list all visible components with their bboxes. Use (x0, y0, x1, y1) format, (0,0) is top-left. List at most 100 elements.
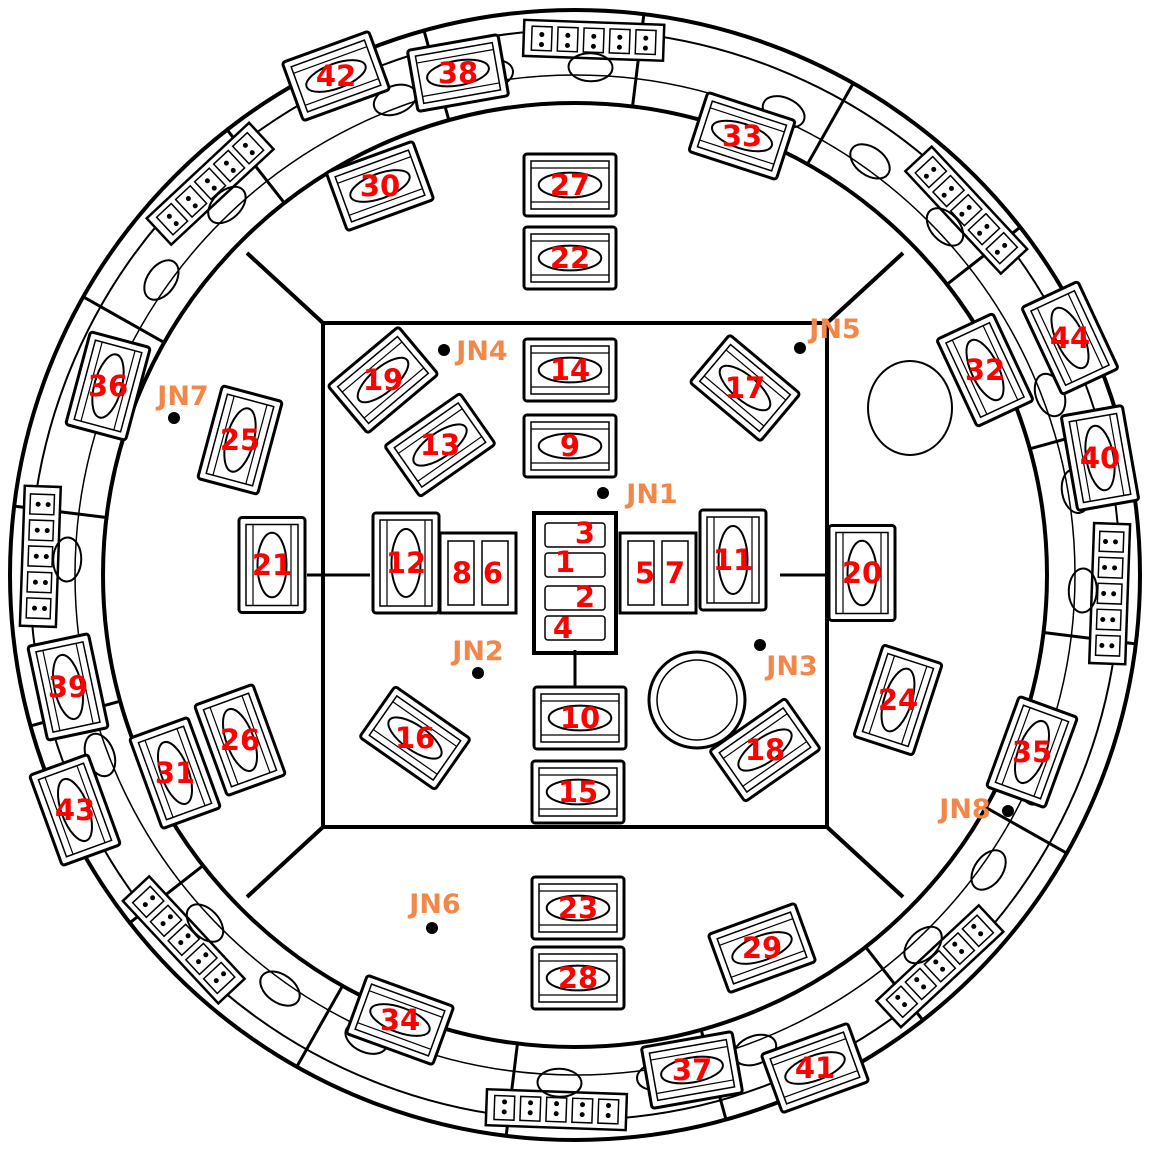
cutter-label-6: 6 (483, 556, 503, 590)
center-block (532, 511, 618, 655)
cutter-label-42: 42 (316, 59, 356, 93)
cutter-housing-10 (532, 685, 628, 751)
cutter-housing-9 (522, 413, 618, 479)
junction-label-jn8: JN8 (937, 794, 990, 825)
junction-label-jn4: JN4 (454, 336, 507, 367)
cutter-label-33: 33 (722, 119, 762, 153)
cutter-label-16: 16 (395, 721, 435, 755)
center-cutter-slot (544, 615, 606, 641)
cutter-housing-20 (827, 524, 897, 622)
ring-cutout (567, 52, 614, 83)
cutter-housing-21 (237, 516, 307, 614)
cutter-housing-13 (384, 392, 496, 498)
center-cutter-slot (544, 522, 606, 548)
ring-bolt-block (521, 18, 666, 63)
cutter-label-26: 26 (220, 723, 260, 757)
cutter-label-44: 44 (1050, 321, 1090, 355)
cutter-label-13: 13 (420, 428, 460, 462)
ring-cutout (849, 143, 891, 180)
cutter-label-24: 24 (878, 683, 918, 717)
cutter-housing-34 (345, 974, 455, 1066)
ring-bolt-block (903, 144, 1029, 276)
cutter-label-34: 34 (380, 1003, 420, 1037)
cutter-housing-43 (28, 753, 122, 867)
junction-label-jn5: JN5 (807, 314, 860, 345)
junction-label-jn2: JN2 (450, 636, 503, 667)
ring-cutout (903, 925, 943, 965)
ring-cutout (536, 1067, 583, 1098)
cutter-label-23: 23 (558, 891, 598, 925)
cutter-housing-27 (522, 152, 618, 218)
ring-mid-track (74, 74, 1076, 1076)
junction-label-jn3: JN3 (764, 651, 817, 682)
cutter-housing-32 (936, 312, 1034, 428)
cutter-housing-39 (26, 632, 110, 742)
cutter-housing-11 (698, 508, 768, 612)
ring-segment-divider (806, 82, 855, 165)
cutter-label-20: 20 (842, 556, 882, 590)
junction-label-jn6: JN6 (407, 889, 460, 920)
center-cutter-slot (544, 585, 606, 611)
cutter-label-17: 17 (725, 371, 765, 405)
rotary-disc-inner (656, 659, 738, 741)
ring-bolt-block (18, 484, 63, 629)
cutter-housing-19 (327, 326, 439, 434)
cutter-label-35: 35 (1012, 735, 1052, 769)
cutter-housing-14 (522, 337, 618, 403)
cutter-label-27: 27 (550, 168, 590, 202)
cutter-label-7: 7 (665, 556, 685, 590)
cutter-label-15: 15 (558, 775, 598, 809)
cutterhead-structure (8, 8, 1142, 1142)
cutter-label-21: 21 (252, 548, 292, 582)
frame-spoke (245, 825, 325, 899)
ring-segment-divider (295, 985, 344, 1068)
cutter-housing-15 (530, 759, 626, 825)
cutter-housings (26, 30, 1140, 1114)
ring-bolt-block (121, 874, 247, 1006)
ring-cutout (143, 259, 180, 301)
cutter-housing-37 (640, 1030, 744, 1110)
junction-dot-jn1 (597, 487, 609, 499)
cutter-label-5: 5 (635, 556, 655, 590)
outer-ring-edge (8, 8, 1142, 1142)
cutter-housing-36 (64, 330, 152, 442)
cutter-housing-24 (852, 644, 944, 756)
cutter-housing-41 (760, 1022, 870, 1114)
cutter-label-9: 9 (560, 429, 580, 463)
cutter-label-1: 1 (555, 545, 575, 579)
cutter-label-43: 43 (55, 793, 95, 827)
cutter-label-37: 37 (672, 1053, 712, 1087)
junction-dot-jn2 (472, 667, 484, 679)
junction-dot-jn6 (426, 922, 438, 934)
junction-dot-jn5 (794, 342, 806, 354)
cutter-housing-6-8 (438, 531, 518, 615)
junction-label-jn7: JN7 (155, 381, 208, 412)
cutter-label-19: 19 (363, 363, 403, 397)
cutter-housing-31 (128, 716, 222, 830)
cutter-label-38: 38 (438, 56, 478, 90)
ring-bolt-block (144, 121, 276, 247)
cutter-housing-30 (325, 140, 435, 232)
cutter-label-32: 32 (965, 353, 1005, 387)
cutter-housing-40 (1060, 404, 1140, 512)
cutter-housing-16 (359, 685, 471, 791)
cutter-label-3: 3 (575, 516, 595, 550)
cutter-housing-12 (371, 511, 441, 615)
cutter-label-11: 11 (713, 543, 753, 577)
cutter-housing-38 (406, 33, 510, 113)
cutter-label-10: 10 (560, 701, 600, 735)
junction-dot-jn4 (438, 344, 450, 356)
ring-segment-divider (82, 295, 165, 344)
ring-cutout (925, 207, 965, 247)
cutter-housing-5-7 (618, 531, 698, 615)
rotary-disc (647, 650, 747, 750)
junction-label-jn1: JN1 (624, 479, 677, 510)
cutter-housing-26 (193, 683, 287, 797)
ring-segment-divider (985, 806, 1068, 855)
junction-dot-jn7 (168, 412, 180, 424)
cutter-label-41: 41 (795, 1051, 835, 1085)
cutter-label-36: 36 (88, 369, 128, 403)
cutter-housing-35 (985, 695, 1079, 809)
ring-bolt-block (484, 1087, 629, 1132)
